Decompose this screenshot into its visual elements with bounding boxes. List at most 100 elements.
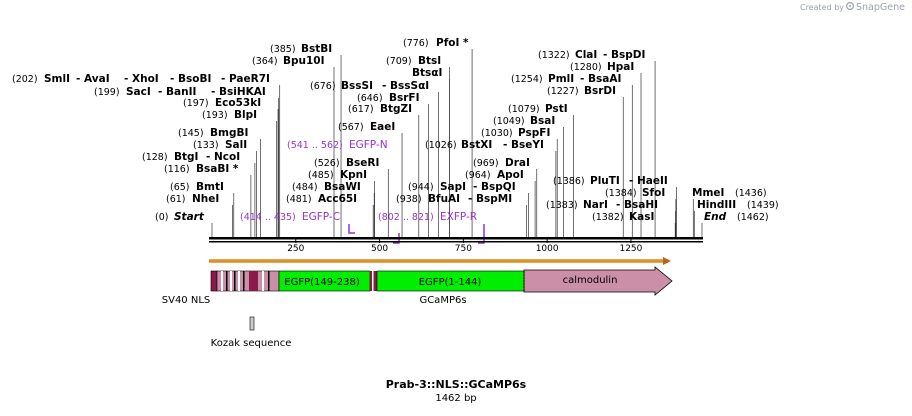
site-label-bsawi[interactable]: (484) BsaWI <box>292 181 361 193</box>
site-label-saci[interactable]: (199) SacI - BanII - BsiHKAI <box>94 86 266 98</box>
site-label-pmli[interactable]: (1254) PmlI - BsaAI <box>511 73 621 85</box>
site-label-hindiii[interactable]: HindIII (1439) <box>697 199 779 211</box>
created-by-label: Created by <box>800 3 844 12</box>
site-label-btsi[interactable]: (709) BtsI <box>386 55 441 67</box>
site-label-pluti[interactable]: (1386) PluTI - HaeII <box>553 175 668 187</box>
svg-text:(197): (197) <box>183 98 209 109</box>
site-label-bpu10i[interactable]: (364) Bpu10I <box>252 55 325 67</box>
kozak-marker[interactable] <box>249 316 255 331</box>
svg-text:- XhoI: - XhoI <box>124 73 159 85</box>
svg-text:(385): (385) <box>270 44 296 55</box>
svg-text:EGFP-N: EGFP-N <box>349 139 388 151</box>
svg-text:PstI: PstI <box>545 103 568 115</box>
site-label-acc65i[interactable]: (481) Acc65I <box>286 193 357 205</box>
site-label-blpi[interactable]: (193) BlpI <box>202 109 257 121</box>
svg-text:BsaWI: BsaWI <box>324 181 361 193</box>
svg-text:BseRI: BseRI <box>346 157 379 169</box>
svg-text:PluTI: PluTI <box>590 175 620 187</box>
svg-text:Start: Start <box>174 211 205 223</box>
svg-text:PfoI *: PfoI * <box>436 37 469 49</box>
svg-text:(676): (676) <box>310 81 336 92</box>
sv40-nls-label: SV40 NLS <box>162 295 211 306</box>
svg-text:(1254): (1254) <box>511 74 543 85</box>
svg-text:SapI: SapI <box>440 181 466 193</box>
site-label-bseri[interactable]: (526) BseRI <box>314 157 379 169</box>
orf-bar[interactable] <box>209 257 671 265</box>
svg-text:(1383): (1383) <box>546 200 578 211</box>
svg-text:(1436): (1436) <box>735 188 767 199</box>
site-label-start[interactable]: (0) Start <box>155 211 205 223</box>
site-label-kpni[interactable]: (485) KpnI <box>308 169 367 181</box>
site-label-bmti[interactable]: (65) BmtI <box>170 181 224 193</box>
site-label-nari[interactable]: (1383) NarI - BsaHI <box>546 199 658 211</box>
site-label-bfuai[interactable]: (938) BfuAI - BspMI <box>396 193 512 205</box>
site-label-sali[interactable]: (133) SalI <box>193 139 247 151</box>
svg-text:(1386): (1386) <box>553 176 585 187</box>
primer-egfp-c[interactable]: (414 .. 435) EGFP-C <box>240 211 355 234</box>
svg-text:HpaI: HpaI <box>607 61 634 73</box>
svg-text:(145): (145) <box>178 128 204 139</box>
site-label-bsabi[interactable]: (116) BsaBI * <box>164 163 239 175</box>
gcamp-feature-bar[interactable]: EGFP(149-238) EGFP(1-144) calmodulin <box>210 266 673 296</box>
svg-text:SfoI: SfoI <box>642 187 665 199</box>
svg-text:(1280): (1280) <box>570 62 602 73</box>
site-label-hpai[interactable]: (1280) HpaI <box>570 61 634 73</box>
site-label-bsai[interactable]: (1049) BsaI <box>493 115 555 127</box>
svg-text:(133): (133) <box>193 140 219 151</box>
svg-text:- PaeR7I: - PaeR7I <box>221 73 270 85</box>
site-label-bsrfi[interactable]: (646) BsrFI <box>357 92 420 104</box>
svg-text:(776): (776) <box>403 38 429 49</box>
svg-text:NheI: NheI <box>192 193 219 205</box>
site-label-kasi[interactable]: (1382) KasI <box>592 211 654 223</box>
svg-text:SacI: SacI <box>126 86 151 98</box>
svg-text:Acc65I: Acc65I <box>318 193 357 205</box>
site-label-eaei[interactable]: (567) EaeI <box>338 121 395 133</box>
primer-egfp-n[interactable]: (541 .. 562) EGFP-N <box>287 139 400 244</box>
egfp-n-label: EGFP(1-144) <box>419 277 482 288</box>
svg-text:(1079): (1079) <box>508 104 540 115</box>
svg-text:- HaeII: - HaeII <box>629 175 668 187</box>
ruler-tick-label: 1250 <box>619 244 642 254</box>
svg-text:(65): (65) <box>170 182 190 193</box>
calmodulin-label: calmodulin <box>563 275 618 286</box>
site-label-nhei[interactable]: (61) NheI <box>166 193 219 205</box>
site-label-bsssi[interactable]: (676) BssSI - BssSαI <box>310 80 429 92</box>
site-label-eco53ki[interactable]: (197) Eco53kI <box>183 97 261 109</box>
svg-text:(193): (193) <box>202 110 228 121</box>
site-label-bstxi[interactable]: (1026) BstXI - BseYI <box>425 139 544 151</box>
site-label-pspfi[interactable]: (1030) PspFI <box>481 127 550 139</box>
site-label-end[interactable]: End (1462) <box>704 211 769 223</box>
site-label-bsrdi[interactable]: (1227) BsrDI <box>547 85 616 97</box>
svg-text:- BsiHKAI: - BsiHKAI <box>211 86 266 98</box>
svg-text:SalI: SalI <box>225 139 247 151</box>
svg-text:NarI: NarI <box>583 199 608 211</box>
svg-text:(802 .. 821): (802 .. 821) <box>378 212 434 223</box>
sv40-nls-segment <box>210 270 218 292</box>
svg-text:(481): (481) <box>286 194 312 205</box>
site-label-smli[interactable]: (202) SmlI - AvaI - XhoI - BsoBI - PaeR7… <box>12 73 270 85</box>
svg-text:(969): (969) <box>473 158 499 169</box>
svg-text:(1384): (1384) <box>605 188 637 199</box>
site-label-drai[interactable]: (969) DraI <box>473 157 530 169</box>
site-label-psti[interactable]: (1079) PstI <box>508 103 568 115</box>
site-label-bstbi[interactable]: (385) BstBI <box>270 43 332 55</box>
site-label-mmei[interactable]: MmeI (1436) <box>692 187 767 199</box>
svg-text:BsaBI *: BsaBI * <box>196 163 239 175</box>
site-label-apoi[interactable]: (964) ApoI <box>465 169 524 181</box>
site-label-btgi[interactable]: (128) BtgI - NcoI <box>142 151 240 163</box>
site-label-btsai[interactable]: BtsαI <box>412 67 442 79</box>
site-label-sapi[interactable]: (944) SapI - BspQI <box>408 181 516 193</box>
svg-text:(484): (484) <box>292 182 318 193</box>
primer-egfp-n-arrow <box>393 233 400 244</box>
egfp-c-label: EGFP(149-238) <box>284 277 360 288</box>
site-label-clai[interactable]: (1322) ClaI - BspDI <box>538 49 645 61</box>
site-label-btgzi[interactable]: (617) BtgZI <box>348 103 412 115</box>
site-label-bmgbi[interactable]: (145) BmgBI <box>178 127 248 139</box>
site-label-pfoi[interactable]: (776) PfoI * <box>403 37 469 49</box>
primer-exfp-r[interactable]: (802 .. 821) EXFP-R <box>378 211 485 244</box>
site-label-sfoi[interactable]: (1384) SfoI <box>605 187 665 199</box>
svg-text:BlpI: BlpI <box>234 109 257 121</box>
svg-text:(646): (646) <box>357 93 383 104</box>
svg-text:- AvaI: - AvaI <box>76 73 110 85</box>
svg-text:BfuAI: BfuAI <box>428 193 460 205</box>
